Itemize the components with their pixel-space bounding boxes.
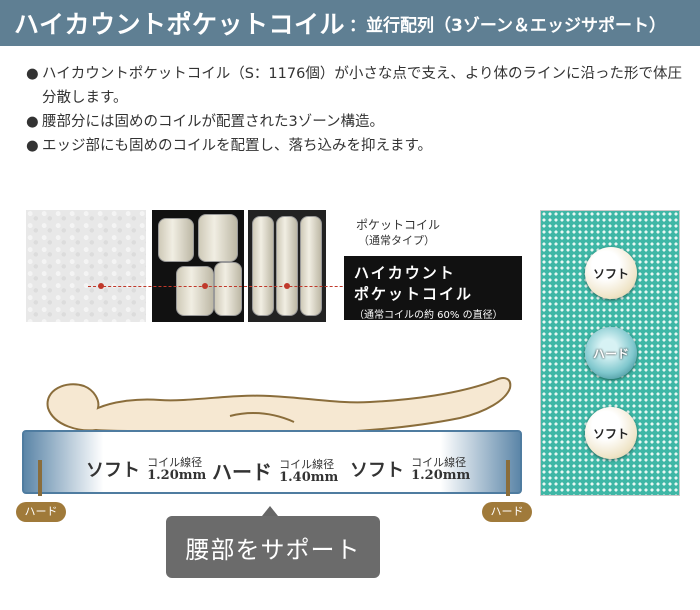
zone-name: ソフト (350, 460, 404, 481)
zone-value: 1.20mm (411, 468, 471, 483)
edge-hard-label-left: ハード (16, 502, 66, 522)
support-pointer-arrow (262, 506, 278, 516)
soft-zone-badge-top: ソフト (585, 247, 637, 299)
right-soft-zone: ソフト コイル線径 1.20mm (350, 456, 470, 482)
feature-item: ● 腰部分には固めのコイルが配置された3ゾーン構造。 (26, 110, 690, 134)
lumbar-support-label: 腰部をサポート (166, 516, 380, 578)
callout-dot (284, 283, 290, 289)
feature-text: ハイカウントポケットコイル（S：1176個）が小さな点で支え、より体のラインに沿… (42, 66, 683, 106)
soft-zone-badge-bottom: ソフト (585, 407, 637, 459)
bullet-mark: ● (26, 66, 39, 82)
page-title: ハイカウントポケットコイル (14, 10, 346, 39)
pocket-coil-label: ポケットコイル (356, 218, 441, 232)
mattress-surface-photo (26, 210, 146, 322)
feature-list: ● ハイカウントポケットコイル（S：1176個）が小さな点で支え、より体のライン… (26, 62, 690, 158)
zone-caption: コイル線径 (411, 456, 467, 469)
bullet-mark: ● (26, 114, 39, 130)
zone-name: ソフト (86, 460, 140, 481)
zone-diagram-panel: ソフト ハード ソフト (540, 210, 680, 496)
zone-name: ハード (212, 460, 272, 484)
edge-marker-right (506, 460, 510, 496)
page-subtitle: ：並行配列（3ゾーン＆エッジサポート） (349, 15, 666, 36)
zone-caption: コイル線径 (147, 456, 203, 469)
feature-text: エッジ部にも固めのコイルを配置し、落ち込みを抑えます。 (42, 138, 433, 154)
feature-item: ● エッジ部にも固めのコイルを配置し、落ち込みを抑えます。 (26, 134, 690, 158)
callout-dot (98, 283, 104, 289)
zone-caption: コイル線径 (279, 457, 335, 471)
pocket-coil-sublabel: （通常タイプ） (358, 234, 435, 247)
hard-zone-badge: ハード (585, 327, 637, 379)
zone-value: 1.20mm (147, 468, 207, 483)
high-count-coil-photo (248, 210, 326, 322)
zone-value: 1.40mm (279, 469, 339, 485)
callout-line (88, 286, 388, 287)
standard-coil-photo (152, 210, 244, 322)
left-soft-zone: ソフト コイル線径 1.20mm (86, 456, 206, 482)
high-count-label-line1: ハイカウント (354, 264, 456, 282)
center-hard-zone: ハード コイル線径 1.40mm (212, 456, 338, 485)
coil-photo-strip: ポケットコイル （通常タイプ） ハイカウント ポケットコイル （通常コイルの約 … (26, 210, 524, 322)
feature-text: 腰部分には固めのコイルが配置された3ゾーン構造。 (42, 114, 384, 130)
feature-item: ● ハイカウントポケットコイル（S：1176個）が小さな点で支え、より体のライン… (26, 62, 690, 110)
page-header: ハイカウントポケットコイル ：並行配列（3ゾーン＆エッジサポート） (0, 0, 700, 46)
high-count-label-box: ハイカウント ポケットコイル （通常コイルの約 60% の直径） (344, 256, 522, 321)
high-count-label-line2: ポケットコイル (354, 285, 474, 303)
edge-marker-left (38, 460, 42, 496)
bullet-mark: ● (26, 138, 39, 154)
mattress-cross-section (22, 430, 522, 494)
edge-hard-label-right: ハード (482, 502, 532, 522)
high-count-label-note: （通常コイルの約 60% の直径） (354, 310, 503, 321)
callout-dot (202, 283, 208, 289)
